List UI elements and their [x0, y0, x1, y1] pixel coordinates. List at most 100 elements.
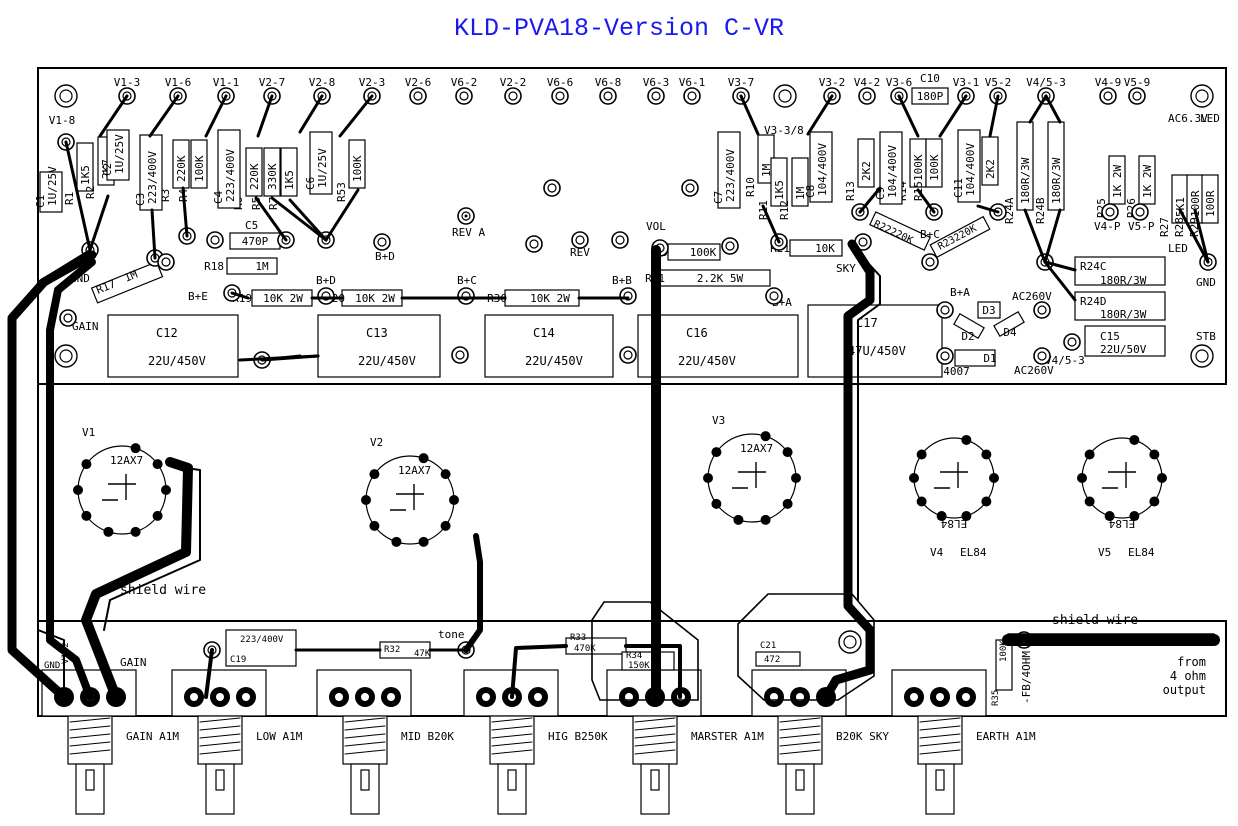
- pin-label: V3-1: [953, 76, 980, 89]
- resistor-ref: R13: [844, 181, 857, 201]
- capacitor-ref: C1: [34, 195, 47, 208]
- tube-pin: [152, 510, 163, 521]
- part-value: 180P: [917, 90, 944, 103]
- board-label: REV A: [452, 226, 485, 239]
- resistor: [977, 301, 1001, 319]
- capacitor-ref: C3: [134, 193, 147, 206]
- resistor-value: 1K 2W: [1111, 165, 1124, 198]
- tube-pin: [449, 495, 459, 505]
- pin-label: V6-2: [451, 76, 478, 89]
- capacitor-ref: C6: [304, 177, 317, 190]
- shield-wire-thin: [103, 465, 201, 631]
- tube-pin: [440, 520, 451, 531]
- board-label: SKY: [836, 262, 856, 275]
- pot-lug-hole: [625, 693, 633, 701]
- pin-label: V3-6: [886, 76, 913, 89]
- capacitor-ref: C13: [366, 326, 388, 340]
- resistor: [190, 139, 208, 189]
- sky-wire-thin: [855, 249, 881, 601]
- pot-knurl: [634, 717, 676, 723]
- pot-slot: [650, 769, 660, 791]
- pad-hole: [858, 237, 868, 247]
- pad-hole: [555, 91, 565, 101]
- resistor-value: 180R/3W: [1050, 157, 1063, 204]
- trace: [1193, 208, 1210, 264]
- board-label: tone: [438, 628, 465, 641]
- board-label: GAIN: [120, 656, 147, 669]
- pot-knurl: [69, 749, 111, 755]
- tube-socket: [913, 437, 995, 519]
- mount-hole-inner: [843, 635, 857, 649]
- pot-lug-hole: [387, 693, 395, 701]
- pot-knurl: [344, 741, 386, 747]
- board-label: LED: [1168, 242, 1188, 255]
- tube-electrodes: [1102, 462, 1136, 489]
- part-value: 10K 2W: [263, 292, 303, 305]
- part-ref: C15: [1100, 330, 1120, 343]
- part-value: 10K 2W: [355, 292, 395, 305]
- trace: [510, 644, 568, 699]
- tube-pin: [1129, 511, 1140, 522]
- pin-label: V2-7: [259, 76, 286, 89]
- trace: [230, 291, 250, 300]
- board-label: B+C: [920, 228, 940, 241]
- resistor: [280, 147, 298, 197]
- pad-hole: [1105, 207, 1115, 217]
- pot-knurl: [69, 725, 111, 731]
- tube-pin: [81, 459, 92, 470]
- capacitor-ref: C16: [686, 326, 708, 340]
- resistor-ref: R53: [335, 182, 348, 202]
- tube-ref: V3: [712, 414, 725, 427]
- pot-lug-hole: [796, 693, 804, 701]
- pad-hole: [862, 91, 872, 101]
- filter-capacitor: [317, 314, 441, 378]
- capacitor-value: 104/400V: [964, 143, 977, 196]
- part-value: 180R/3W: [1100, 308, 1147, 321]
- pot-knurl: [779, 741, 821, 747]
- pot-label: HIG B250K: [548, 730, 608, 743]
- resistor: [348, 139, 366, 189]
- capacitor: [809, 131, 833, 203]
- resistor-ref: R1: [63, 192, 76, 205]
- filter-capacitor: [637, 314, 799, 378]
- pot-knurl: [344, 725, 386, 731]
- tube-pin: [909, 473, 919, 483]
- resistor-value: 1M: [760, 163, 773, 177]
- pin-label: V1-6: [165, 76, 192, 89]
- tube-ref: V4: [930, 546, 944, 559]
- pot-lug-hole: [770, 693, 778, 701]
- resistor-value: 100K: [193, 155, 206, 182]
- part-value: 470P: [242, 235, 269, 248]
- board-label: V4/5-3: [1045, 354, 1085, 367]
- trace: [98, 94, 129, 138]
- pot-knurl: [919, 733, 961, 739]
- trace: [1044, 94, 1062, 124]
- pad-hole: [1103, 91, 1113, 101]
- board-label: AC260V: [1012, 290, 1052, 303]
- tube-pin: [760, 431, 771, 442]
- pot-label: MID B20K: [401, 730, 454, 743]
- capacitor: [957, 129, 981, 203]
- shield-wire-thin: [37, 249, 91, 698]
- tube-pin: [1084, 496, 1095, 507]
- filter-capacitor: [807, 304, 943, 378]
- resistor: [667, 243, 721, 261]
- pot-knurl: [69, 741, 111, 747]
- resistor-value: 220K: [175, 155, 188, 182]
- board-label: B+D: [375, 250, 395, 263]
- pad-hole: [1037, 305, 1047, 315]
- pin-label: V5-2: [985, 76, 1012, 89]
- pot-lug-hole: [910, 693, 918, 701]
- trace: [288, 198, 328, 242]
- tube-pin: [1129, 434, 1140, 445]
- pad-hole: [210, 235, 220, 245]
- resistor-value: 220K: [248, 163, 261, 190]
- capacitor-ref: C17: [856, 316, 878, 330]
- pot-lug-hole: [534, 693, 542, 701]
- resistor: [869, 211, 931, 251]
- tube-pin: [916, 449, 927, 460]
- trace: [988, 94, 1000, 138]
- pad-hole: [725, 241, 735, 251]
- trace: [976, 204, 1000, 214]
- trace: [858, 186, 882, 214]
